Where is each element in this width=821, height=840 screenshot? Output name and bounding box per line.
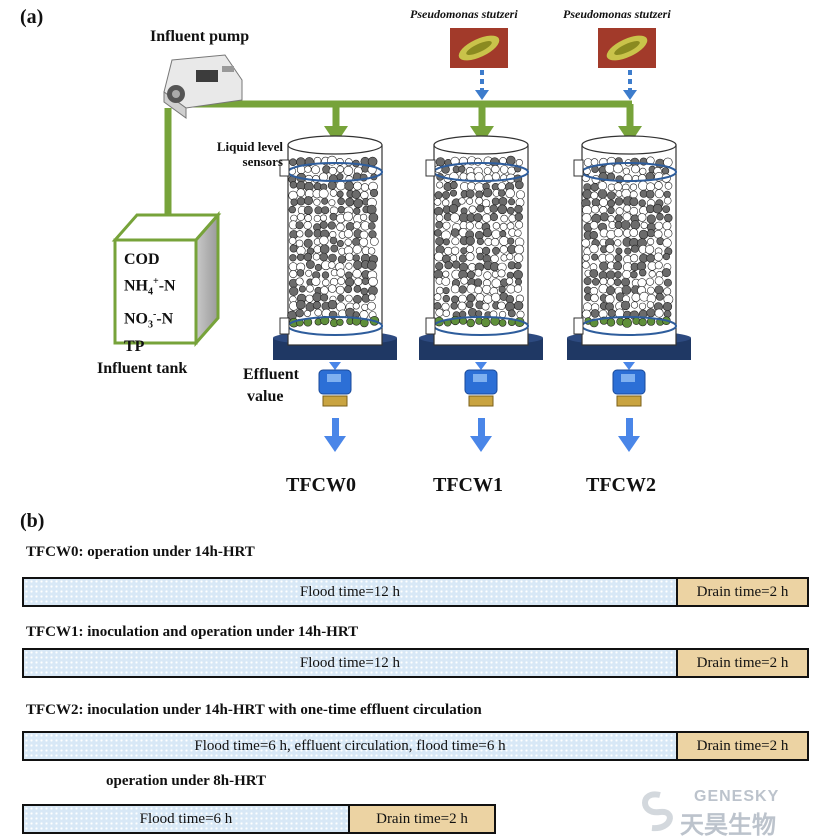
tank-cod: COD — [124, 251, 160, 268]
sensor-box — [279, 159, 290, 177]
row-title-8h: operation under 8h-HRT — [106, 773, 267, 789]
sensor-box — [425, 317, 436, 335]
row-title-tfcw2: TFCW2: inoculation under 14h-HRT with on… — [26, 702, 482, 718]
watermark-brand: GENESKY — [694, 788, 780, 805]
reactor-rim — [433, 135, 529, 155]
tank-contents: COD NH4+-N NO3--N TP — [124, 249, 176, 358]
panel-b-label: (b) — [20, 510, 45, 532]
reactor-rim — [287, 135, 383, 155]
influent-tank — [111, 211, 222, 347]
flood-segment: Flood time=6 h, effluent circulation, fl… — [24, 733, 678, 759]
effluent-line-2: value — [247, 388, 284, 405]
liquid-level-line-2: sensors — [242, 154, 283, 169]
inoculation-arrows — [475, 70, 637, 100]
bacteria-label-1: Pseudomonas stutzeri — [410, 7, 518, 21]
effluent-line-1: Effluent — [243, 366, 299, 383]
effluent-valves — [318, 362, 646, 452]
tank-no3: NO3--N — [124, 308, 174, 331]
watermark-chinese: 天昊生物 — [680, 811, 776, 839]
drain-segment: Drain time=2 h — [678, 579, 807, 605]
reactor-column-2 — [567, 135, 691, 360]
sensor-box — [425, 159, 436, 177]
genesky-logo-icon — [642, 791, 673, 832]
reactor-label-tfcw0: TFCW0 — [286, 474, 356, 496]
reactor-column-0 — [273, 135, 397, 360]
influent-pump-label: Influent pump — [150, 28, 250, 45]
timeline-bar-tfcw0: Flood time=12 h Drain time=2 h — [22, 577, 809, 607]
bacteria-image-1 — [450, 28, 508, 68]
influent-pipes — [164, 100, 634, 218]
timeline-bar-8h: Flood time=6 h Drain time=2 h — [22, 804, 496, 834]
drain-segment: Drain time=2 h — [678, 733, 807, 759]
reactor-media — [287, 155, 380, 328]
panel-a-label: (a) — [20, 6, 44, 28]
inflow-arrowheads — [324, 126, 642, 144]
pump-icon — [163, 54, 243, 119]
reactor-label-tfcw2: TFCW2 — [586, 474, 656, 496]
reactor-media — [433, 155, 525, 328]
effluent-valve-label: Effluent value — [243, 364, 299, 408]
timeline-bar-tfcw2: Flood time=6 h, effluent circulation, fl… — [22, 731, 809, 761]
sensor-box — [279, 317, 290, 335]
sensor-box — [573, 317, 584, 335]
tank-tp: TP — [124, 338, 145, 356]
row-title-tfcw1: TFCW1: inoculation and operation under 1… — [26, 624, 359, 640]
timeline-bar-tfcw1: Flood time=12 h Drain time=2 h — [22, 648, 809, 678]
liquid-level-sensors-label: Liquid level sensors — [197, 139, 283, 169]
effluent-valve-icon — [464, 362, 498, 452]
sensor-box — [573, 159, 584, 177]
influent-tank-label: Influent tank — [97, 360, 188, 377]
bacteria-label-2: Pseudomonas stutzeri — [563, 7, 671, 21]
reactor-rim — [581, 135, 677, 155]
flood-segment: Flood time=6 h — [24, 806, 350, 832]
row-title-tfcw0: TFCW0: operation under 14h-HRT — [26, 544, 255, 560]
reactor-label-tfcw1: TFCW1 — [433, 474, 503, 496]
flood-segment: Flood time=12 h — [24, 650, 678, 676]
bacteria-image-2 — [598, 28, 656, 68]
reactor-column-1 — [419, 135, 543, 360]
effluent-valve-icon — [612, 362, 646, 452]
flood-segment: Flood time=12 h — [24, 579, 678, 605]
liquid-level-line-1: Liquid level — [216, 139, 283, 154]
reactor-columns — [273, 135, 691, 360]
tank-nh4: NH4+-N — [124, 276, 176, 298]
drain-segment: Drain time=2 h — [678, 650, 807, 676]
drain-segment: Drain time=2 h — [350, 806, 494, 832]
effluent-valve-icon — [318, 362, 352, 452]
